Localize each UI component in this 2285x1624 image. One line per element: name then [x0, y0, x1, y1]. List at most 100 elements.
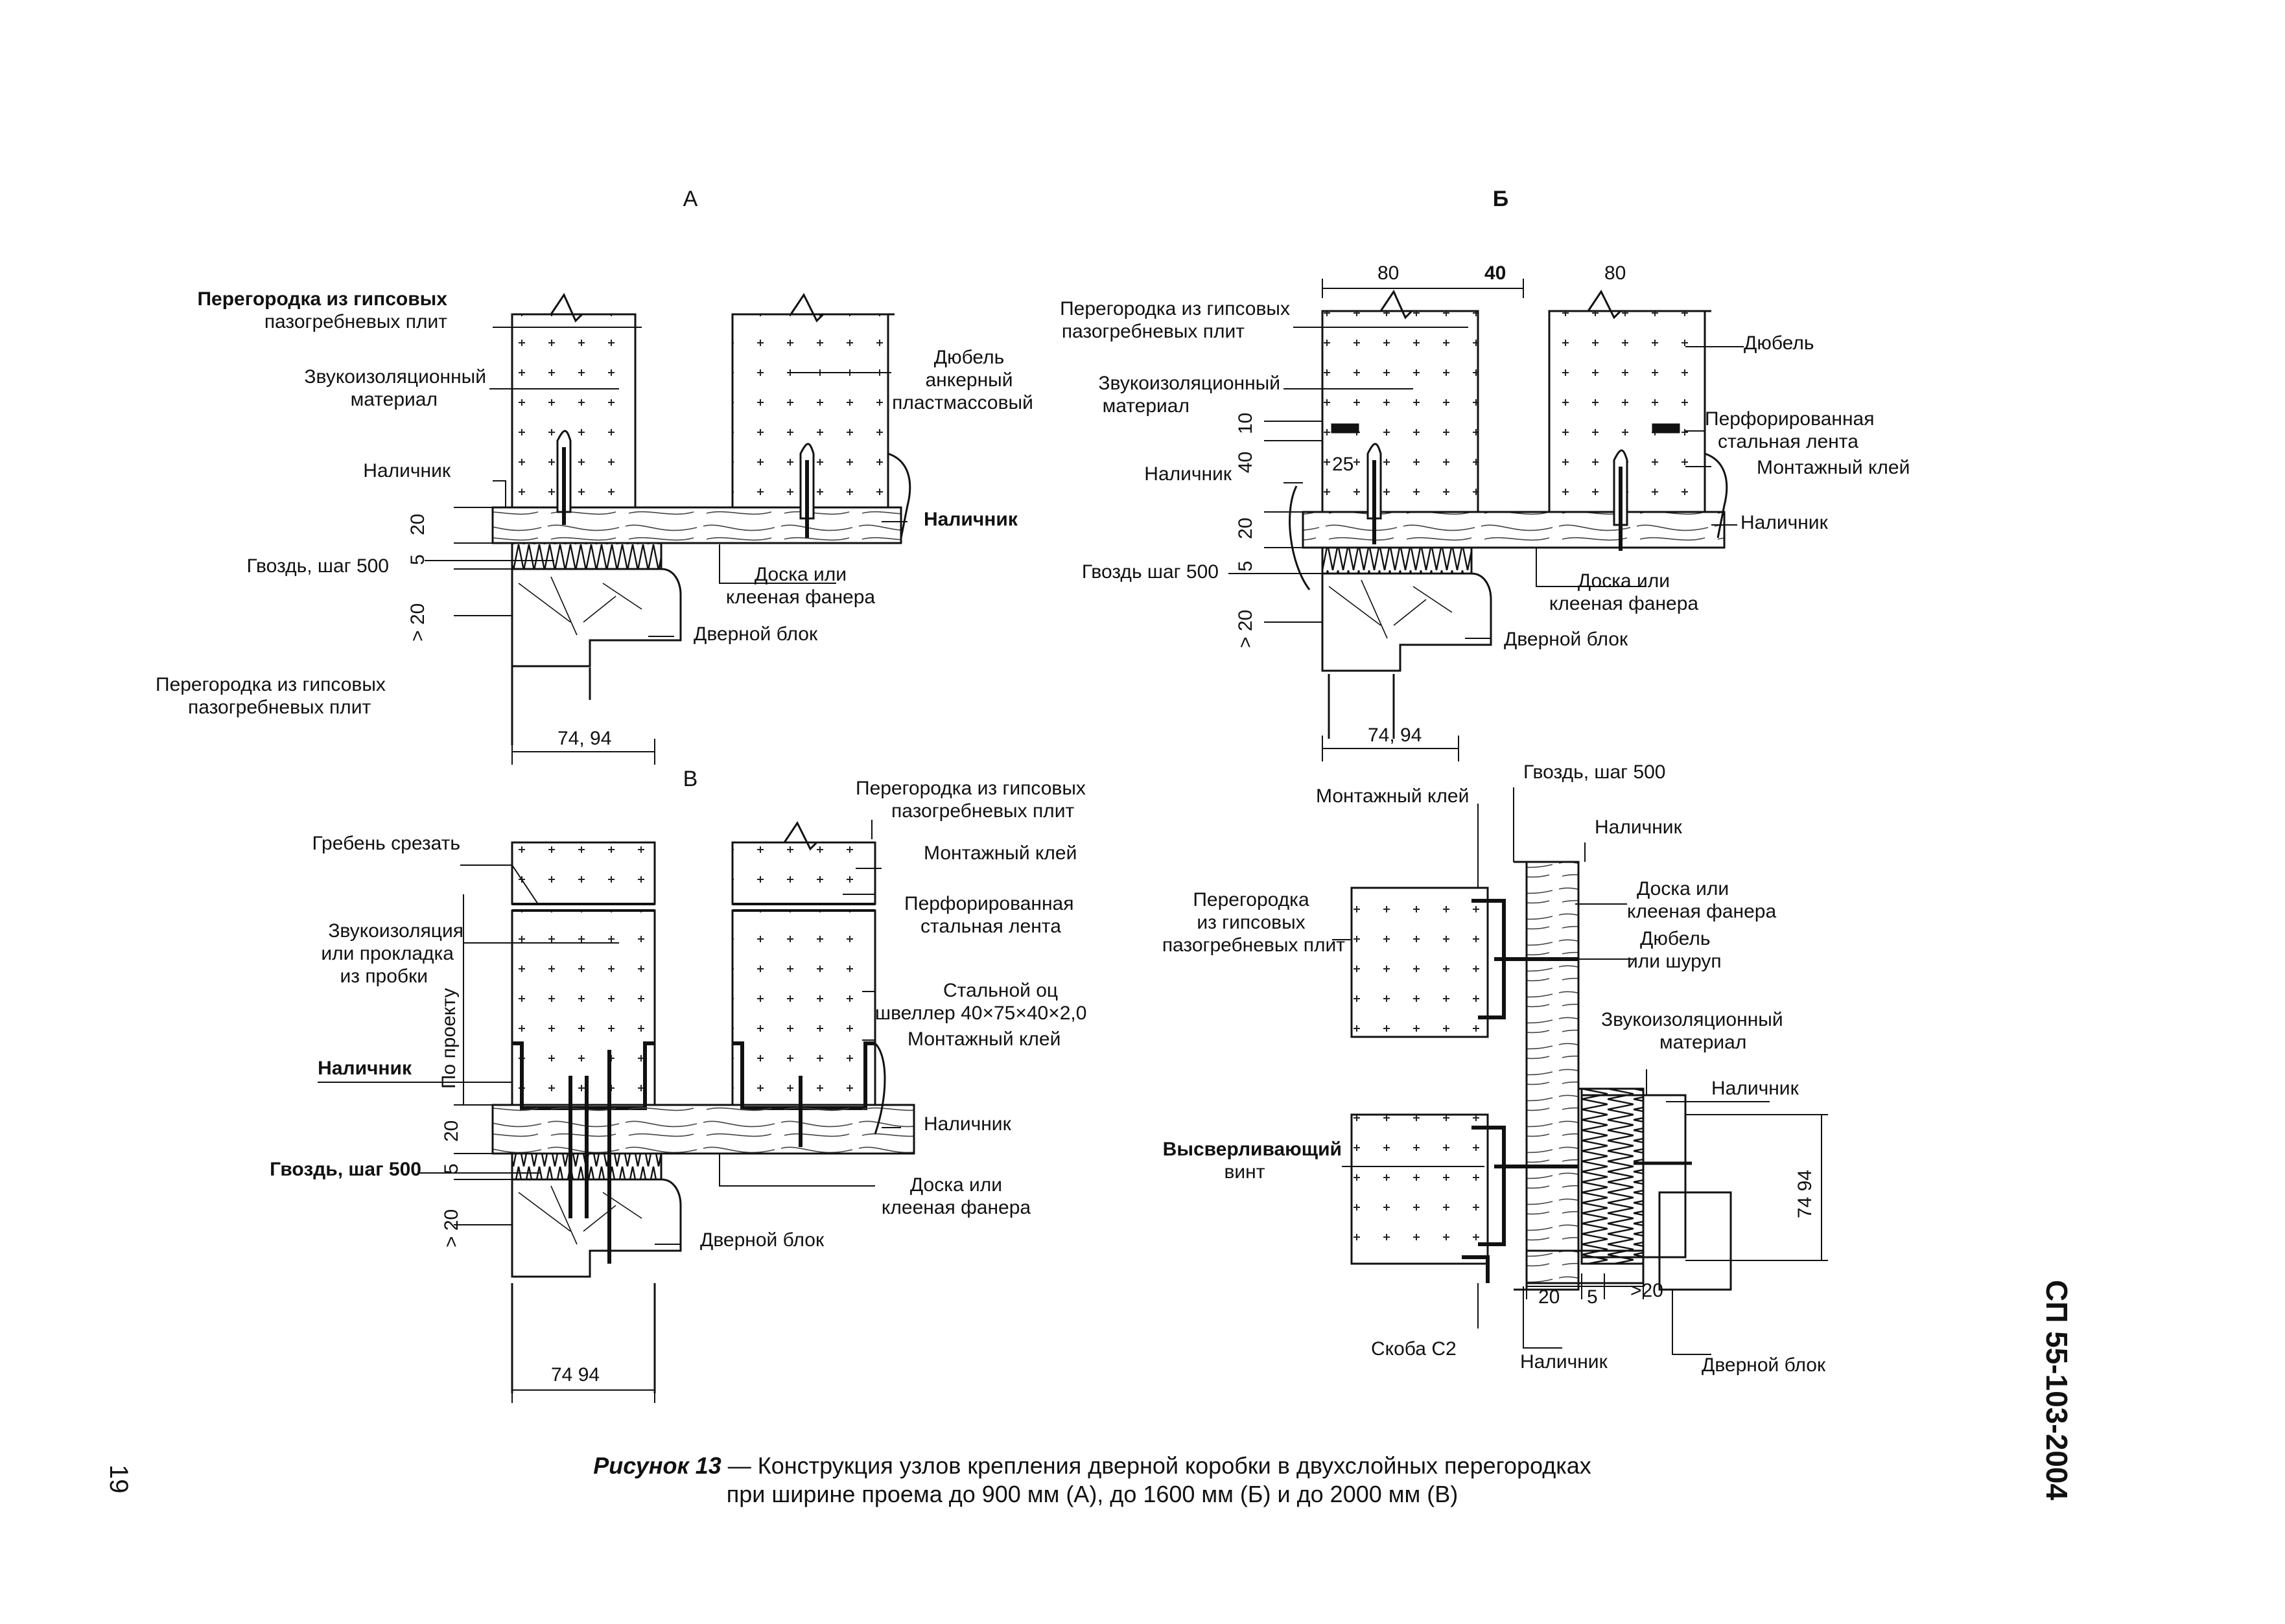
label-trim-bottom: Наличник: [1520, 1351, 1608, 1373]
dim-40v: 40: [1235, 451, 1256, 473]
dim-40: 40: [1484, 262, 1506, 284]
label-strip-2: стальная лента: [1718, 431, 1858, 452]
label-partition-1: Перегородка из гипсовых: [856, 778, 1086, 799]
dim-width: 74, 94: [557, 728, 612, 749]
dim-width: 74 94: [551, 1364, 600, 1386]
label-partition-2: пазогребневых плит: [1061, 321, 1245, 342]
dim-5: 5: [1587, 1286, 1598, 1308]
label-glue: Монтажный клей: [1757, 457, 1910, 478]
dim-gt20: > 20: [407, 603, 428, 642]
label-glue-bottom: Монтажный клей: [908, 1028, 1061, 1050]
label-sound-1: Звукоизоляционный: [1601, 1009, 1783, 1030]
label-nail: Гвоздь, шаг 500: [246, 555, 390, 577]
label-screw-2: винт: [1224, 1161, 1265, 1183]
dim-20: 20: [441, 1120, 462, 1142]
document-code: СП 55-103-2004: [2040, 1280, 2074, 1500]
label-channel-1: Стальной оц: [943, 980, 1059, 1001]
label-trim-right: Наличник: [924, 509, 1018, 530]
dim-gt20: > 20: [1235, 609, 1256, 648]
label-trim-right: Наличник: [924, 1113, 1011, 1135]
dim-5: 5: [407, 554, 428, 565]
dim-20: 20: [1235, 517, 1256, 539]
figure-b-drawing: [1228, 279, 1744, 761]
caption-line-1: Рисунок 13 — Конструкция узлов крепления…: [535, 1452, 1650, 1480]
caption-line-2: при ширине проема до 900 мм (А), до 1600…: [726, 1481, 1459, 1507]
figure-d-drawing: [1332, 787, 1828, 1355]
label-dowel: Дюбель: [1744, 332, 1814, 354]
label-board-2: клееная фанера: [725, 586, 876, 608]
label-nail: Гвоздь, шаг 500: [270, 1159, 421, 1180]
label-board-2: клееная фанера: [881, 1197, 1031, 1218]
label-door-block: Дверной блок: [694, 623, 818, 645]
label-partition-1: Перегородка из гипсовых: [1060, 298, 1290, 319]
label-sound-2: материал: [350, 389, 438, 410]
label-board-1: Доска или: [1577, 570, 1670, 592]
label-partition-3: пазогребневых плит: [1162, 934, 1345, 956]
label-partition-bottom-1: Перегородка из гипсовых: [156, 674, 386, 695]
label-strip-1: Перфорированная: [1705, 408, 1875, 430]
dim-20: 20: [1538, 1286, 1560, 1308]
label-partition-bottom-2: пазогребневых плит: [188, 697, 371, 718]
label-by-project: По проекту: [438, 988, 460, 1089]
dim-5: 5: [441, 1163, 462, 1174]
label-screw-1: Высверливающий: [1162, 1139, 1342, 1160]
figure-caption: Рисунок 13 — Конструкция узлов крепления…: [535, 1452, 1650, 1509]
label-board-1: Доска или: [1637, 878, 1729, 899]
label-partition-2: из гипсовых: [1197, 912, 1306, 933]
label-trim-mid: Наличник: [1711, 1078, 1799, 1099]
dim-5: 5: [1235, 561, 1256, 572]
label-nail: Гвоздь шаг 500: [1081, 561, 1219, 583]
label-dowel-3: пластмассовый: [892, 392, 1033, 413]
label-trim-left: Наличник: [318, 1058, 412, 1079]
label-cut-ridge: Гребень срезать: [312, 833, 460, 854]
dim-80a: 80: [1377, 262, 1400, 284]
label-board-2: клееная фанера: [1549, 593, 1699, 614]
dim-80b: 80: [1604, 262, 1626, 284]
figure-a-drawing: [425, 292, 911, 765]
dim-gt20: > 20: [441, 1209, 462, 1247]
label-partition-1: Перегородка: [1193, 889, 1309, 911]
label-nail: Гвоздь, шаг 500: [1523, 761, 1666, 783]
label-board-1: Доска или: [754, 564, 847, 585]
label-strip-2: стальная лента: [920, 916, 1061, 937]
label-partition-2: пазогребневых плит: [891, 800, 1075, 822]
label-trim-top: Наличник: [1595, 817, 1682, 838]
label-sound-3: из пробки: [340, 966, 428, 987]
label-dowel-1: Дюбель: [1640, 928, 1711, 949]
label-sound-2: материал: [1102, 395, 1189, 417]
label-bracket: Скоба С2: [1371, 1338, 1457, 1360]
label-partition-top-2: пазогребневых плит: [264, 311, 447, 332]
dim-25: 25: [1332, 454, 1354, 475]
label-sound-1: Звукоизоляция: [328, 920, 463, 942]
dim-7494: 74 94: [1794, 1169, 1816, 1218]
figure-v-drawing: [318, 820, 915, 1403]
label-glue: Монтажный клей: [1316, 785, 1470, 807]
label-dowel-1: Дюбель: [933, 347, 1005, 368]
label-door-block: Дверной блок: [1702, 1354, 1826, 1376]
label-sound-1: Звукоизоляционный: [1098, 373, 1280, 394]
label-dowel-2: анкерный: [925, 369, 1013, 391]
label-trim-left: Наличник: [1144, 463, 1232, 485]
label-sound-1: Звукоизоляционный: [304, 366, 486, 388]
heading-b: Б: [1492, 187, 1509, 211]
label-door-block: Дверной блок: [700, 1229, 825, 1251]
label-board-1: Доска или: [909, 1174, 1003, 1196]
label-partition-top-1: Перегородка из гипсовых: [197, 288, 447, 310]
dim-gt20: >20: [1630, 1280, 1663, 1301]
label-trim-left: Наличник: [363, 460, 451, 481]
label-board-2: клееная фанера: [1627, 901, 1777, 922]
dim-20: 20: [407, 513, 428, 535]
page-number: 19: [104, 1465, 133, 1494]
dim-10: 10: [1235, 412, 1256, 434]
dim-width: 74, 94: [1368, 725, 1422, 746]
label-door-block: Дверной блок: [1504, 629, 1628, 650]
caption-label: Рисунок 13: [593, 1452, 721, 1479]
caption-text-1: — Конструкция узлов крепления дверной ко…: [721, 1452, 1591, 1479]
label-channel-2: швеллер 40×75×40×2,0: [875, 1003, 1087, 1024]
label-trim-right: Наличник: [1740, 512, 1828, 533]
label-dowel-2: или шуруп: [1627, 951, 1722, 972]
heading-a: А: [683, 187, 698, 211]
label-strip-1: Перфорированная: [904, 893, 1074, 914]
label-sound-2: или прокладка: [321, 943, 454, 964]
